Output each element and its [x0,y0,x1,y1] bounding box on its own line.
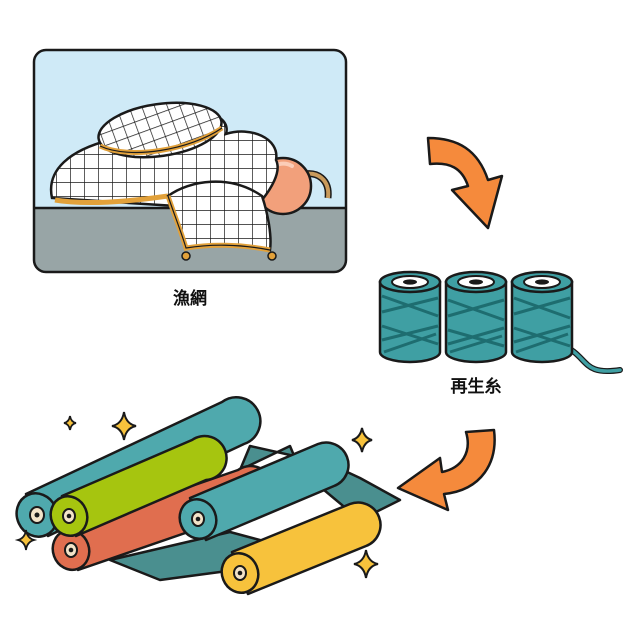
yarn-spool-icon [510,270,574,364]
fishing-net-icon [49,101,279,261]
yarn-spool-icon [444,270,508,364]
yarn-spool-icon [378,270,442,364]
fabric-roll-icon [49,434,228,538]
fishing-net-scene [32,48,348,274]
fishing-net-label: 漁網 [173,288,207,309]
yarn-spools [378,270,623,375]
sparkle-icon [63,415,77,431]
fabric-rolls [14,396,402,596]
arrow-to-fabric-icon [396,428,496,512]
scene-frame [32,48,348,274]
arrow-to-yarn-icon [426,136,504,230]
sparkle-icon [351,427,373,453]
sparkle-icon [111,411,137,441]
sparkle-icon [353,549,379,579]
sparkle-icon [14,529,38,551]
recycled-yarn-label: 再生糸 [451,376,502,397]
fabric-roll-icon [220,501,382,596]
fabric-roll-icon [178,441,350,542]
